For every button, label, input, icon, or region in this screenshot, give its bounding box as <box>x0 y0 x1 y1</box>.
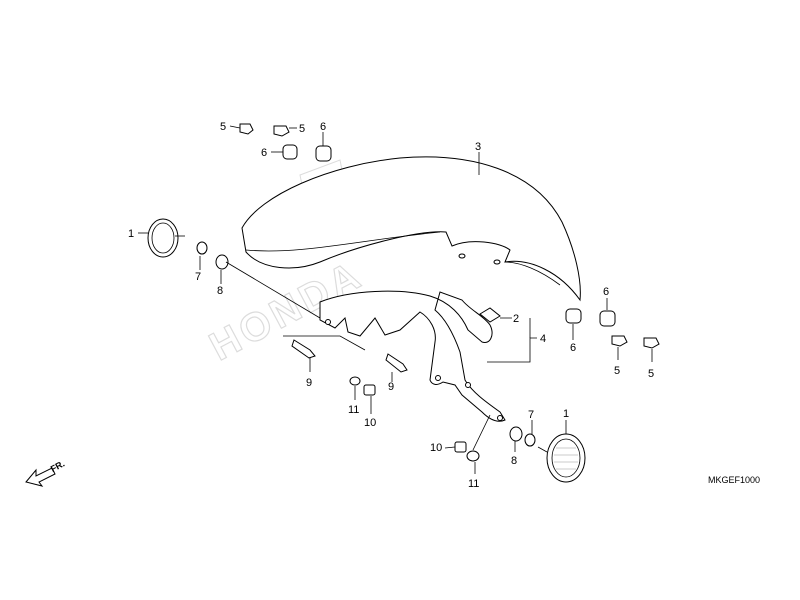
callout-3: 3 <box>475 141 481 153</box>
callout-8: 8 <box>217 285 223 297</box>
callout-4: 4 <box>540 333 546 345</box>
fender-mount-hole <box>458 253 466 259</box>
callout-7: 7 <box>528 409 534 421</box>
callout-11: 11 <box>348 404 359 416</box>
bracket-hole <box>435 375 441 381</box>
rubber-bushing-6 <box>565 308 582 324</box>
callout-5: 5 <box>299 123 305 135</box>
fender-mount-hole <box>493 259 501 265</box>
grommet-5 <box>611 335 628 347</box>
nut-8 <box>509 426 523 442</box>
nut-10 <box>363 384 376 396</box>
leader-lines <box>138 125 653 474</box>
bracket-hole <box>325 319 331 325</box>
grommet-5 <box>273 125 290 137</box>
bracket-hole <box>497 415 503 421</box>
callout-labels: 1 1 2 3 4 5 5 5 5 6 6 6 6 7 7 8 8 9 9 10… <box>128 121 654 490</box>
washer-7 <box>524 433 536 447</box>
small-hardware <box>196 123 660 462</box>
nut-10 <box>454 441 467 453</box>
callout-8: 8 <box>511 455 517 467</box>
bolt-9 <box>385 353 408 373</box>
reflector-right <box>537 433 586 483</box>
washer-7 <box>196 241 208 255</box>
grommet-5 <box>239 123 254 135</box>
callout-11: 11 <box>468 478 479 490</box>
clip-part <box>479 307 501 323</box>
callout-6: 6 <box>603 286 609 298</box>
callout-9: 9 <box>306 377 312 389</box>
callout-5: 5 <box>220 121 226 133</box>
callout-5: 5 <box>614 365 620 377</box>
callout-10: 10 <box>430 442 442 454</box>
callout-7: 7 <box>195 271 201 283</box>
callout-6: 6 <box>261 147 267 159</box>
front-direction-indicator: FR. <box>25 458 66 487</box>
callout-6: 6 <box>570 342 576 354</box>
callout-1: 1 <box>128 228 134 240</box>
front-direction-arrow-icon <box>25 467 56 487</box>
callout-2: 2 <box>513 313 519 325</box>
washer-11 <box>466 450 480 462</box>
rubber-bushing-6 <box>599 310 616 327</box>
rubber-bushing-6 <box>282 144 298 160</box>
grommet-5 <box>643 337 660 349</box>
callout-1: 1 <box>563 408 569 420</box>
front-fender <box>241 156 581 302</box>
bracket-hole <box>465 382 471 388</box>
callout-5: 5 <box>648 368 654 380</box>
callout-10: 10 <box>364 417 376 429</box>
callout-9: 9 <box>388 381 394 393</box>
nut-8 <box>215 254 229 270</box>
fender-bracket <box>319 290 506 422</box>
rubber-bushing-6 <box>315 145 332 162</box>
callout-6: 6 <box>320 121 326 133</box>
front-direction-label: FR. <box>49 458 66 474</box>
bolt-9 <box>291 339 316 359</box>
reflector-left <box>147 218 185 258</box>
diagram-code: MKGEF1000 <box>708 475 760 485</box>
washer-11 <box>349 376 361 386</box>
